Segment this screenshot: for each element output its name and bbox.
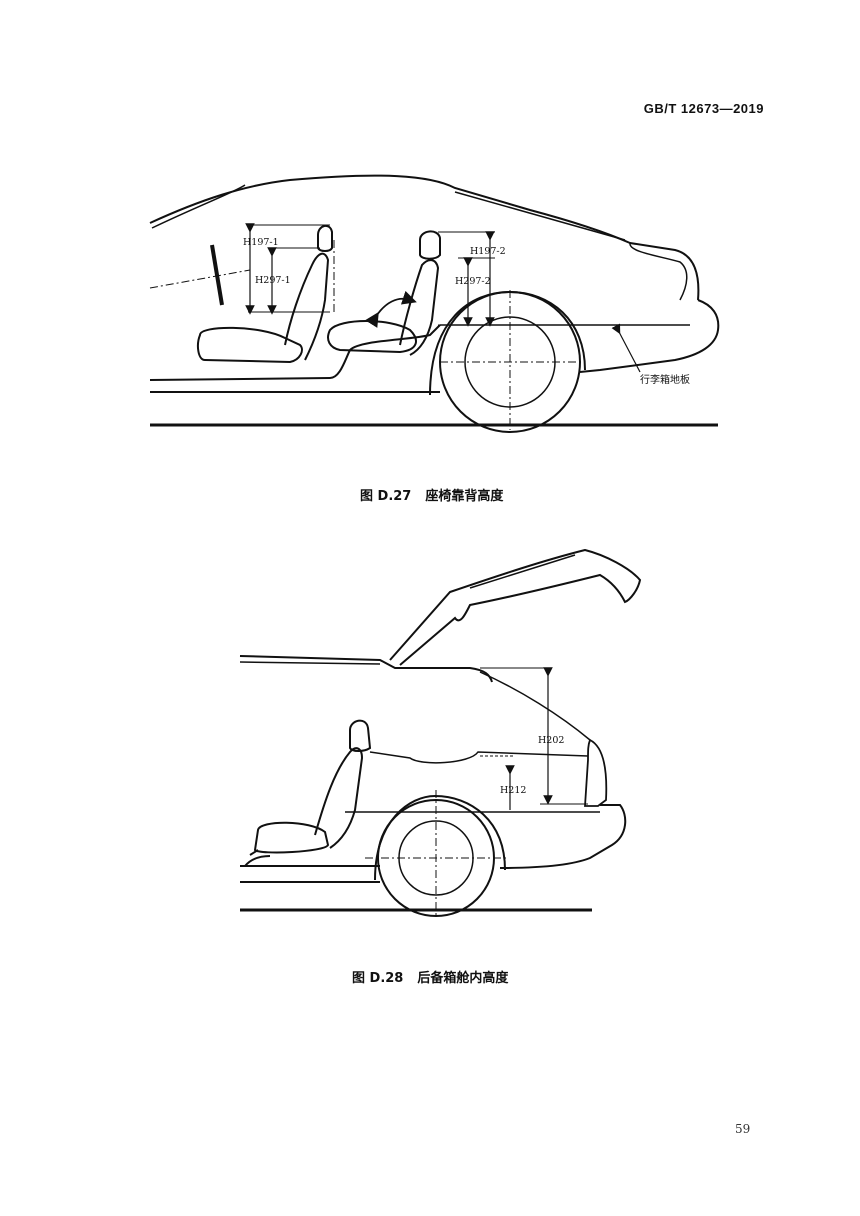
label-luggage-floor: 行李箱地板 (640, 373, 690, 386)
front-seat (196, 326, 303, 364)
car-roof (239, 655, 493, 683)
wheel-arch (374, 794, 506, 881)
label-h297-2: H297-2 (455, 276, 491, 287)
figure-d28-title: 后备箱舱内高度 (417, 971, 509, 986)
page-number: 59 (735, 1122, 751, 1136)
label-h212: H212 (500, 785, 526, 796)
figure-d27-caption: 图 D.27 座椅靠背高度 (360, 485, 503, 504)
car-roof (149, 174, 700, 301)
rear-seat (253, 821, 330, 854)
rear-seat (327, 320, 417, 354)
label-h197-1: H197-1 (243, 237, 279, 248)
trunk-floor (369, 751, 589, 764)
figure-d27-drawing: H197-1 H297-1 H197-2 H297-2 行李箱地板 (149, 174, 720, 433)
label-h297-1: H297-1 (255, 275, 291, 286)
trunk-lid (389, 548, 642, 666)
figure-d28-drawing: H202 H212 (239, 548, 642, 918)
car-rear (579, 299, 720, 373)
label-h197-2: H197-2 (470, 246, 506, 257)
figure-d27-title: 座椅靠背高度 (425, 489, 504, 504)
figure-d28-caption: 图 D.28 后备箱舱内高度 (352, 967, 508, 986)
label-h202: H202 (538, 735, 564, 746)
figure-d27-number: 图 D.27 (360, 489, 412, 504)
standard-code: GB/T 12673—2019 (643, 101, 764, 116)
figure-d28-number: 图 D.28 (352, 971, 404, 986)
